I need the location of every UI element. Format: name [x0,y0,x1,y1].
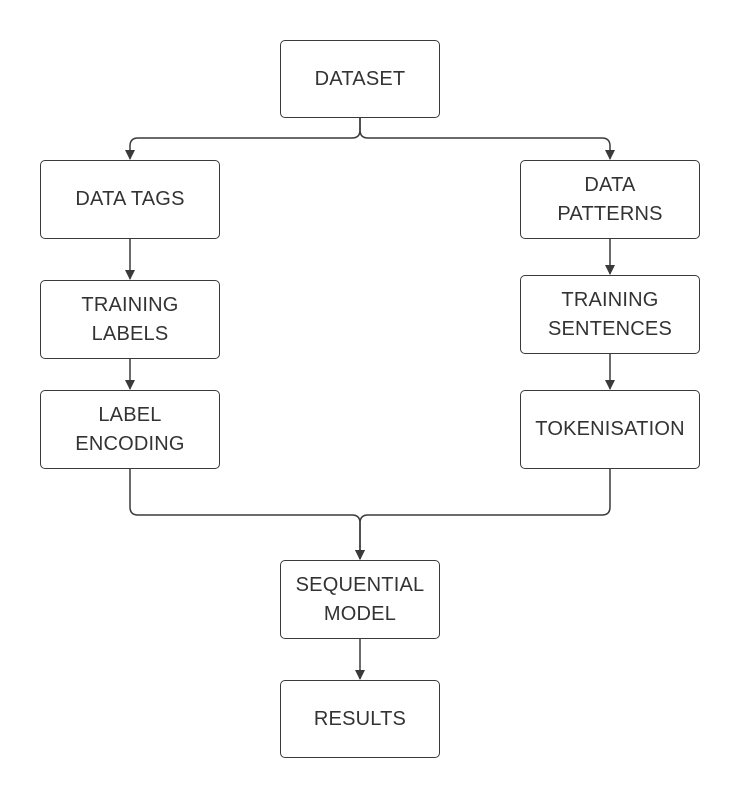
node-label-encoding-label: LABEL ENCODING [75,403,185,455]
node-tokenisation: TOKENISATION [520,390,700,469]
node-sequential-model: SEQUENTIAL MODEL [280,560,440,639]
node-training-sentences-label: TRAINING SENTENCES [547,288,673,340]
connector-dataset-to-data-patterns [359,118,615,160]
connector-dataset-to-data-tags [125,118,361,160]
node-dataset-label: DATASET [314,67,406,90]
node-label-encoding: LABEL ENCODING [40,390,220,469]
node-data-tags: DATA TAGS [40,160,220,239]
node-sequential-model-label: SEQUENTIAL MODEL [295,573,425,625]
node-training-labels-label: TRAINING LABELS [81,293,179,345]
node-training-sentences: TRAINING SENTENCES [520,275,700,354]
node-tokenisation-label: TOKENISATION [535,418,685,440]
connector-label-encoding-to-sequential-model [129,469,365,560]
node-results: RESULTS [280,680,440,758]
node-training-labels: TRAINING LABELS [40,280,220,359]
connector-tokenisation-to-sequential-model [355,469,611,560]
node-dataset: DATASET [280,40,440,118]
node-data-patterns: DATA PATTERNS [520,160,700,239]
node-data-patterns-label: DATA PATTERNS [557,173,663,225]
node-data-tags-label: DATA TAGS [75,188,185,210]
node-results-label: RESULTS [313,707,407,730]
